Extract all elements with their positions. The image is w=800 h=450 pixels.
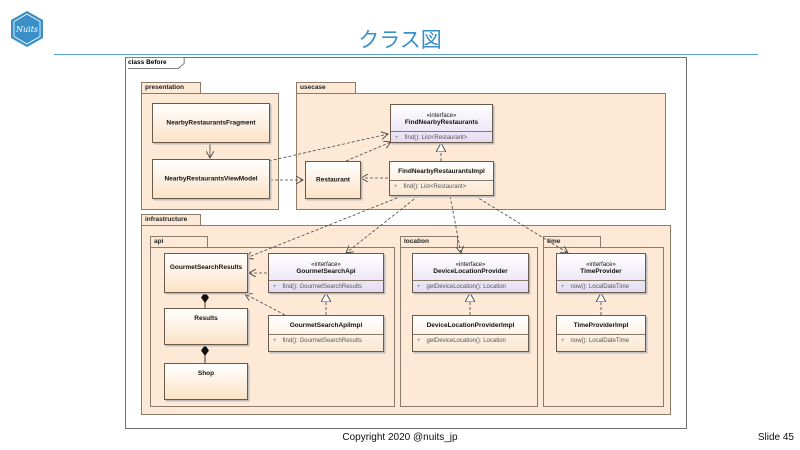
class-nearby-restaurants-viewmodel: NearbyRestaurantsViewModel xyxy=(152,159,270,199)
class-results: Results xyxy=(164,308,248,345)
frame-label-tab xyxy=(127,57,185,69)
interface-find-nearby-restaurants: «interface» FindNearbyRestaurants +find(… xyxy=(390,104,493,143)
class-device-location-provider-impl: DeviceLocationProviderImpl +getDeviceLoc… xyxy=(412,315,529,352)
title-divider xyxy=(54,54,758,55)
edge-viewmodel-find xyxy=(263,134,388,163)
edge-apiimpl-results xyxy=(245,294,286,316)
class-gourmet-search-results: GourmetSearchResults xyxy=(164,253,248,293)
svg-text:Nuits: Nuits xyxy=(15,25,38,34)
edge-findimpl-location xyxy=(449,195,461,253)
slide-number: Slide 45 xyxy=(757,432,794,443)
edge-restaurant-find xyxy=(345,142,391,162)
class-gourmet-search-api-impl: GourmetSearchApiImpl +find(): GourmetSea… xyxy=(268,315,384,352)
class-find-nearby-restaurants-impl: FindNearbyRestaurantsImpl +find(): List<… xyxy=(389,161,494,196)
frame-label: class Before xyxy=(128,59,167,66)
interface-gourmet-search-api: «interface» GourmetSearchApi +find(): Go… xyxy=(268,253,384,293)
class-shop: Shop xyxy=(164,363,248,400)
class-restaurant: Restaurant xyxy=(305,161,361,199)
edge-findimpl-gourmetapi xyxy=(346,195,419,253)
nuits-logo: Nuits xyxy=(11,11,43,47)
slide-title: クラス図 xyxy=(358,28,442,52)
class-time-provider-impl: TimeProviderImpl +now(): LocalDateTime xyxy=(556,315,646,352)
class-nearby-restaurants-fragment: NearbyRestaurantsFragment xyxy=(152,103,270,143)
interface-time-provider: «interface» TimeProvider +now(): LocalDa… xyxy=(556,253,646,293)
copyright-footer: Copyright 2020 @nuits_jp xyxy=(342,432,458,443)
edge-findimpl-time xyxy=(474,195,568,253)
edge-findimpl-gourmetresults xyxy=(246,195,403,258)
interface-device-location-provider: «interface» DeviceLocationProvider +getD… xyxy=(412,253,529,293)
